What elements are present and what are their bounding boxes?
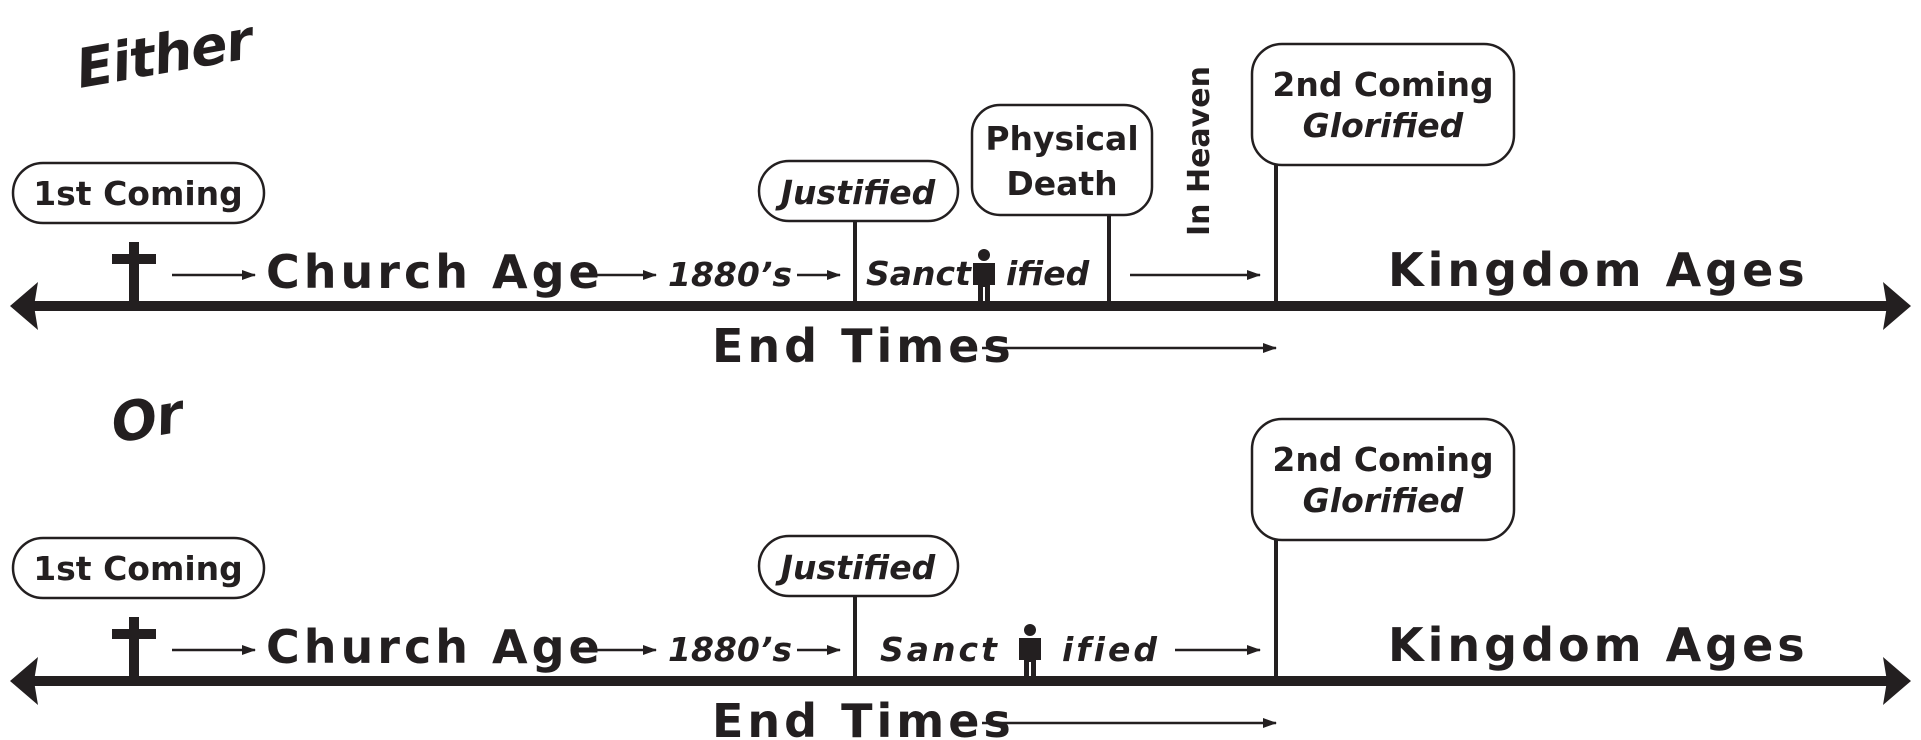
cross-icon [112, 617, 156, 677]
cross-icon [112, 242, 156, 302]
church-age-label: Church Age [266, 620, 604, 674]
person-icon [1019, 624, 1041, 676]
church-age-label: Church Age [266, 245, 604, 299]
heading-or: Or [106, 381, 191, 456]
physical-death-line1: Physical [985, 119, 1138, 158]
end-times-label: End Times [712, 319, 1015, 373]
sanct-label: Sanct [880, 630, 1000, 669]
person-icon [973, 249, 995, 301]
physical-death-bubble [970, 103, 1154, 217]
first-coming-bubble [11, 536, 266, 600]
second-coming-line2: Glorified [1303, 481, 1464, 520]
year-1880s-label: 1880’s [668, 255, 792, 294]
ified-label: ified [1006, 254, 1090, 293]
second-coming-bubble [1250, 417, 1516, 542]
physical-death-line2: Death [1006, 164, 1117, 203]
justified-label: Justified [775, 548, 936, 587]
sanct-label: Sanct [866, 254, 972, 293]
kingdom-ages-label: Kingdom Ages [1388, 243, 1809, 297]
second-coming-line1: 2nd Coming [1272, 440, 1493, 479]
end-times-label: End Times [712, 694, 1015, 740]
first-coming-label: 1st Coming [33, 174, 243, 213]
justified-bubble [757, 159, 960, 223]
first-coming-label: 1st Coming [33, 549, 243, 588]
first-coming-bubble [11, 161, 266, 225]
justified-label: Justified [775, 173, 936, 212]
year-1880s-label: 1880’s [668, 630, 792, 669]
justified-bubble [757, 534, 960, 598]
kingdom-ages-label: Kingdom Ages [1388, 618, 1809, 672]
axis-arrow-left [10, 282, 38, 330]
second-coming-line1: 2nd Coming [1272, 65, 1493, 104]
timeline-either: 1st Coming Church Age 1880’s Justified S… [10, 42, 1911, 373]
in-heaven-label: In Heaven [1182, 66, 1217, 236]
axis-arrow-right [1883, 282, 1911, 330]
heading-either: Either [71, 7, 260, 101]
axis-arrow-left [10, 657, 38, 705]
second-coming-line2: Glorified [1303, 106, 1464, 145]
ified-label: ified [1062, 630, 1160, 669]
timeline-or: 1st Coming Church Age 1880’s Justified S… [10, 417, 1911, 740]
second-coming-bubble [1250, 42, 1516, 167]
axis-arrow-right [1883, 657, 1911, 705]
